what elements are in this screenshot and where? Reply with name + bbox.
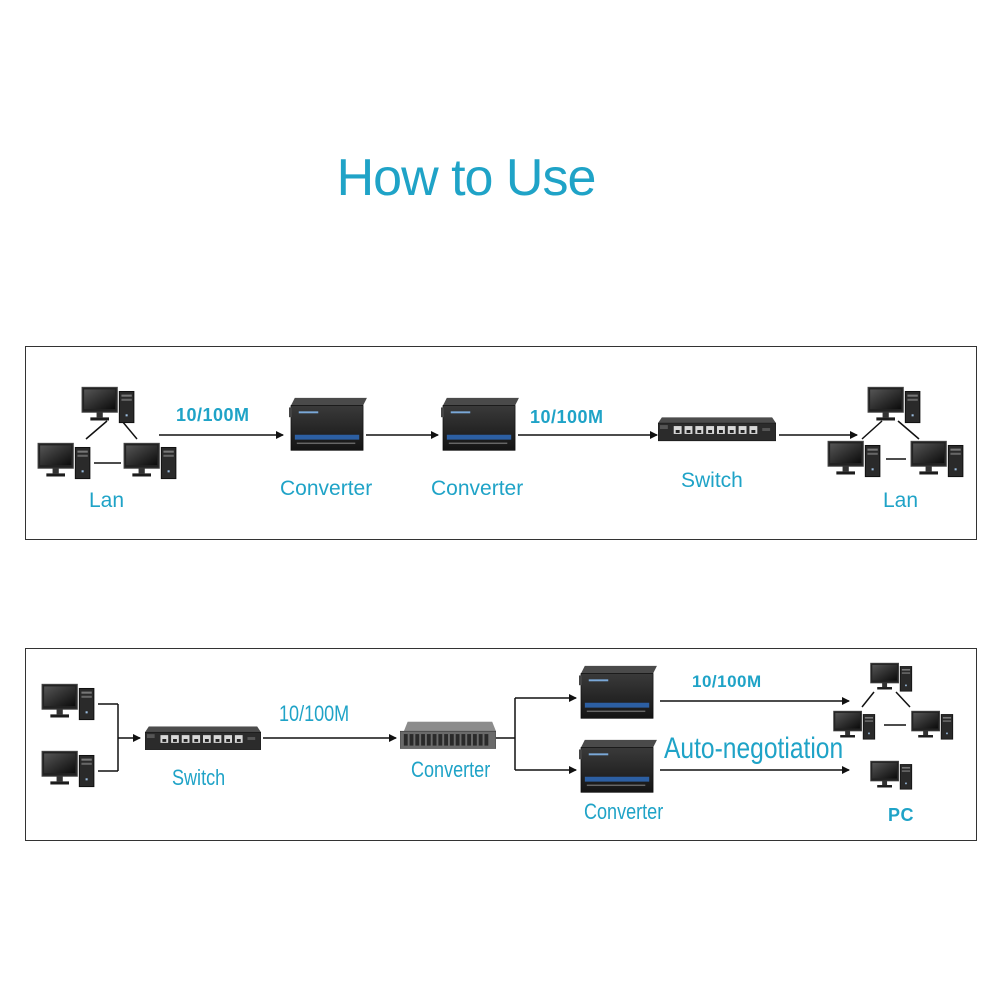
lan-link-line: [121, 420, 138, 440]
computer-icon: [869, 661, 915, 695]
converter-label: Converter: [280, 477, 373, 500]
pc-icon: [869, 759, 915, 793]
converter-label: Converter: [431, 477, 524, 500]
auto-negotiation-label: Auto-negotiation: [664, 732, 844, 765]
speed-label: 10/100M: [530, 407, 604, 427]
computer-icon: [866, 385, 924, 427]
lan-right-label: Lan: [883, 489, 919, 512]
lan-link-line: [85, 420, 108, 440]
rack-converter-icon: [400, 721, 496, 751]
computer-icon: [826, 439, 884, 481]
computer-icon: [40, 749, 98, 791]
page-title: How to Use: [336, 149, 597, 207]
pc-label: PC: [888, 805, 915, 825]
switch-label: Switch: [172, 765, 226, 790]
lan-left-label: Lan: [89, 489, 125, 512]
media-converter-icon: [579, 665, 657, 721]
connection-lines: [98, 691, 911, 774]
connection-lines: [85, 420, 920, 464]
rack-converter-label: Converter: [411, 757, 491, 782]
converter-label: Converter: [584, 799, 664, 824]
network-switch-icon: [145, 726, 261, 752]
speed-label: 10/100M: [692, 672, 762, 691]
media-converter-icon: [441, 397, 519, 453]
media-converter-icon: [289, 397, 367, 453]
switch-label: Switch: [681, 469, 743, 492]
network-switch-icon: [658, 417, 776, 443]
computer-icon: [909, 439, 967, 481]
computer-icon: [40, 682, 98, 724]
speed-label: 10/100M: [279, 701, 350, 726]
lan-link-line: [861, 420, 883, 440]
computer-icon: [36, 441, 94, 483]
lan-link-line: [897, 420, 920, 440]
computer-icon: [910, 709, 956, 743]
diagram-panel-switch-to-pc: Switch 10/100M Converter 10/100M Auto-ne…: [25, 648, 977, 841]
media-converter-icon: [579, 739, 657, 795]
computer-icon: [122, 441, 180, 483]
computer-icon: [80, 385, 138, 427]
speed-label: 10/100M: [176, 405, 250, 425]
diagram-panel-lan-to-lan: Lan 10/100M Converter Converter 10/100M …: [25, 346, 977, 540]
